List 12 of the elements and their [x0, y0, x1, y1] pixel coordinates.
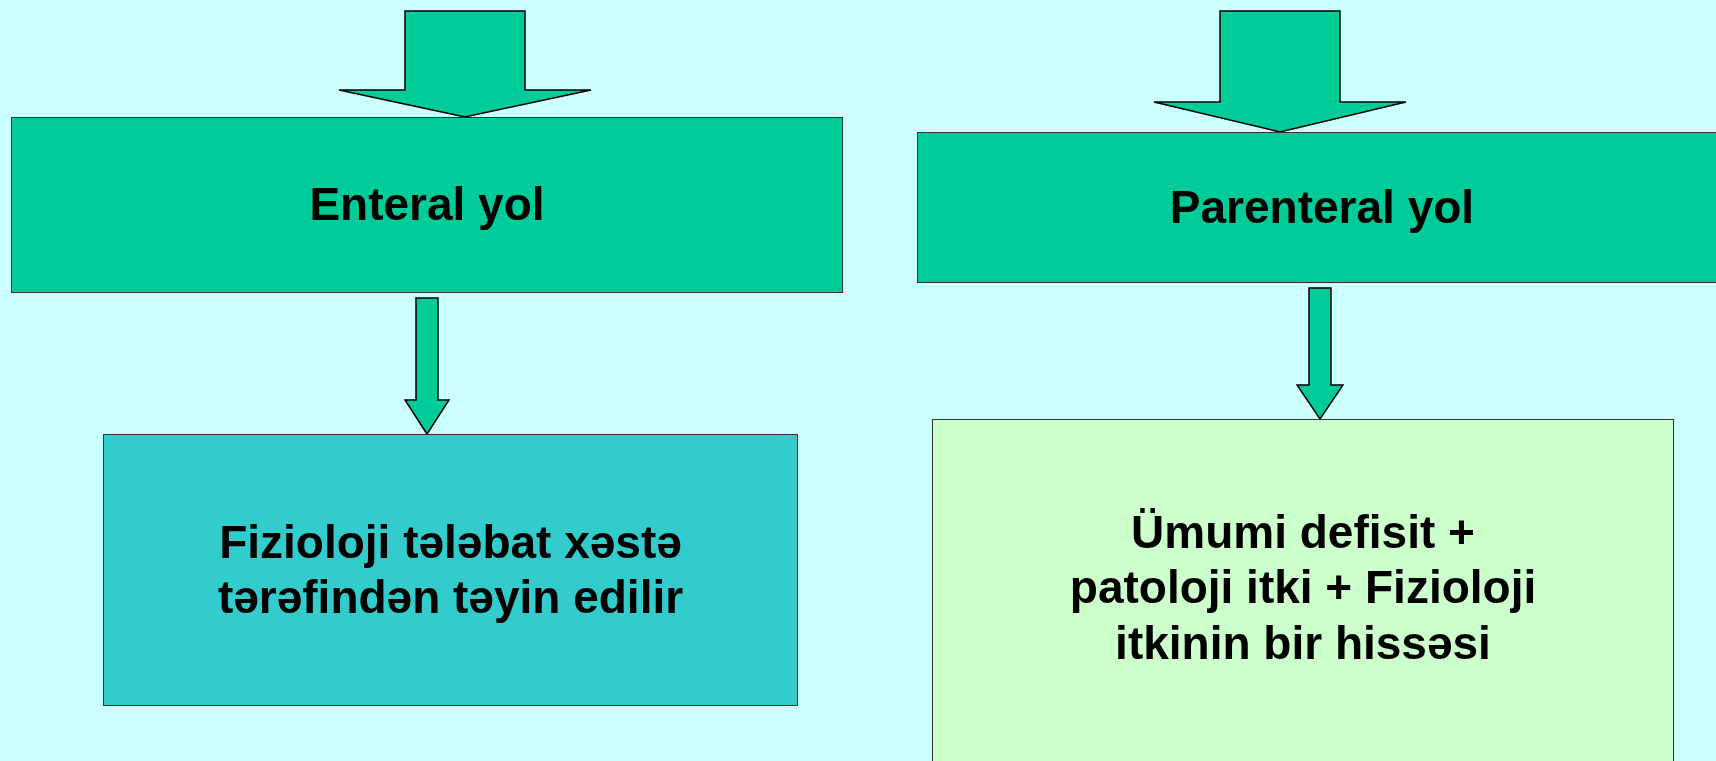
process-box [11, 117, 843, 293]
block-arrow [403, 297, 451, 436]
box-label: Parenteral yol [1169, 179, 1475, 235]
block-arrow [338, 10, 592, 118]
process-box [932, 419, 1674, 761]
process-box [917, 132, 1716, 283]
box-label: Enteral yol [309, 177, 545, 233]
box-label: Ümumi defisit + patoloji itki + Fizioloji itkinin bir hissəsi [1068, 505, 1538, 671]
block-arrow [1153, 10, 1407, 133]
box-label: Fizioloji tələbat xəstə tərəfindən təyin edilir [216, 514, 685, 625]
block-arrow [1295, 287, 1345, 421]
process-box [103, 434, 798, 706]
